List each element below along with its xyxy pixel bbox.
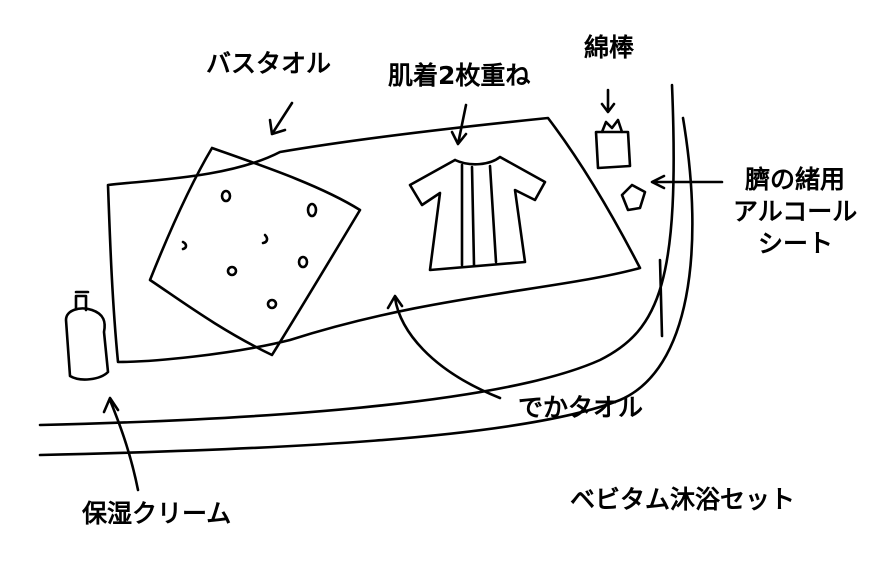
- cream-bottle: [64, 290, 110, 381]
- underwear-shape: [408, 155, 547, 272]
- label-moisturizer: 保湿クリーム: [82, 499, 232, 528]
- label-alcohol-sheet-line3: シート: [758, 229, 834, 258]
- bath-towel-dots: [181, 189, 318, 310]
- alcohol-sheet-box: [620, 183, 647, 212]
- big-towel-shape: [106, 116, 642, 364]
- tub-edge: [38, 83, 675, 427]
- bath-towel-shape: [148, 146, 362, 357]
- label-big-towel: でかタオル: [518, 393, 644, 422]
- label-bath-towel: バスタオル: [206, 49, 332, 78]
- arrows: [102, 88, 724, 492]
- tub-inner: [658, 258, 664, 338]
- tub-edge: [38, 116, 694, 457]
- diagram-title: ベビタム沐浴セット: [570, 485, 796, 514]
- label-cotton-swab: 綿棒: [584, 33, 635, 62]
- label-alcohol-sheet-line2: アルコール: [733, 197, 858, 226]
- label-alcohol-sheet-line1: 臍の緒用: [745, 165, 846, 194]
- label-underwear: 肌着2枚重ね: [388, 61, 531, 90]
- cotton-swab-case: [594, 118, 632, 170]
